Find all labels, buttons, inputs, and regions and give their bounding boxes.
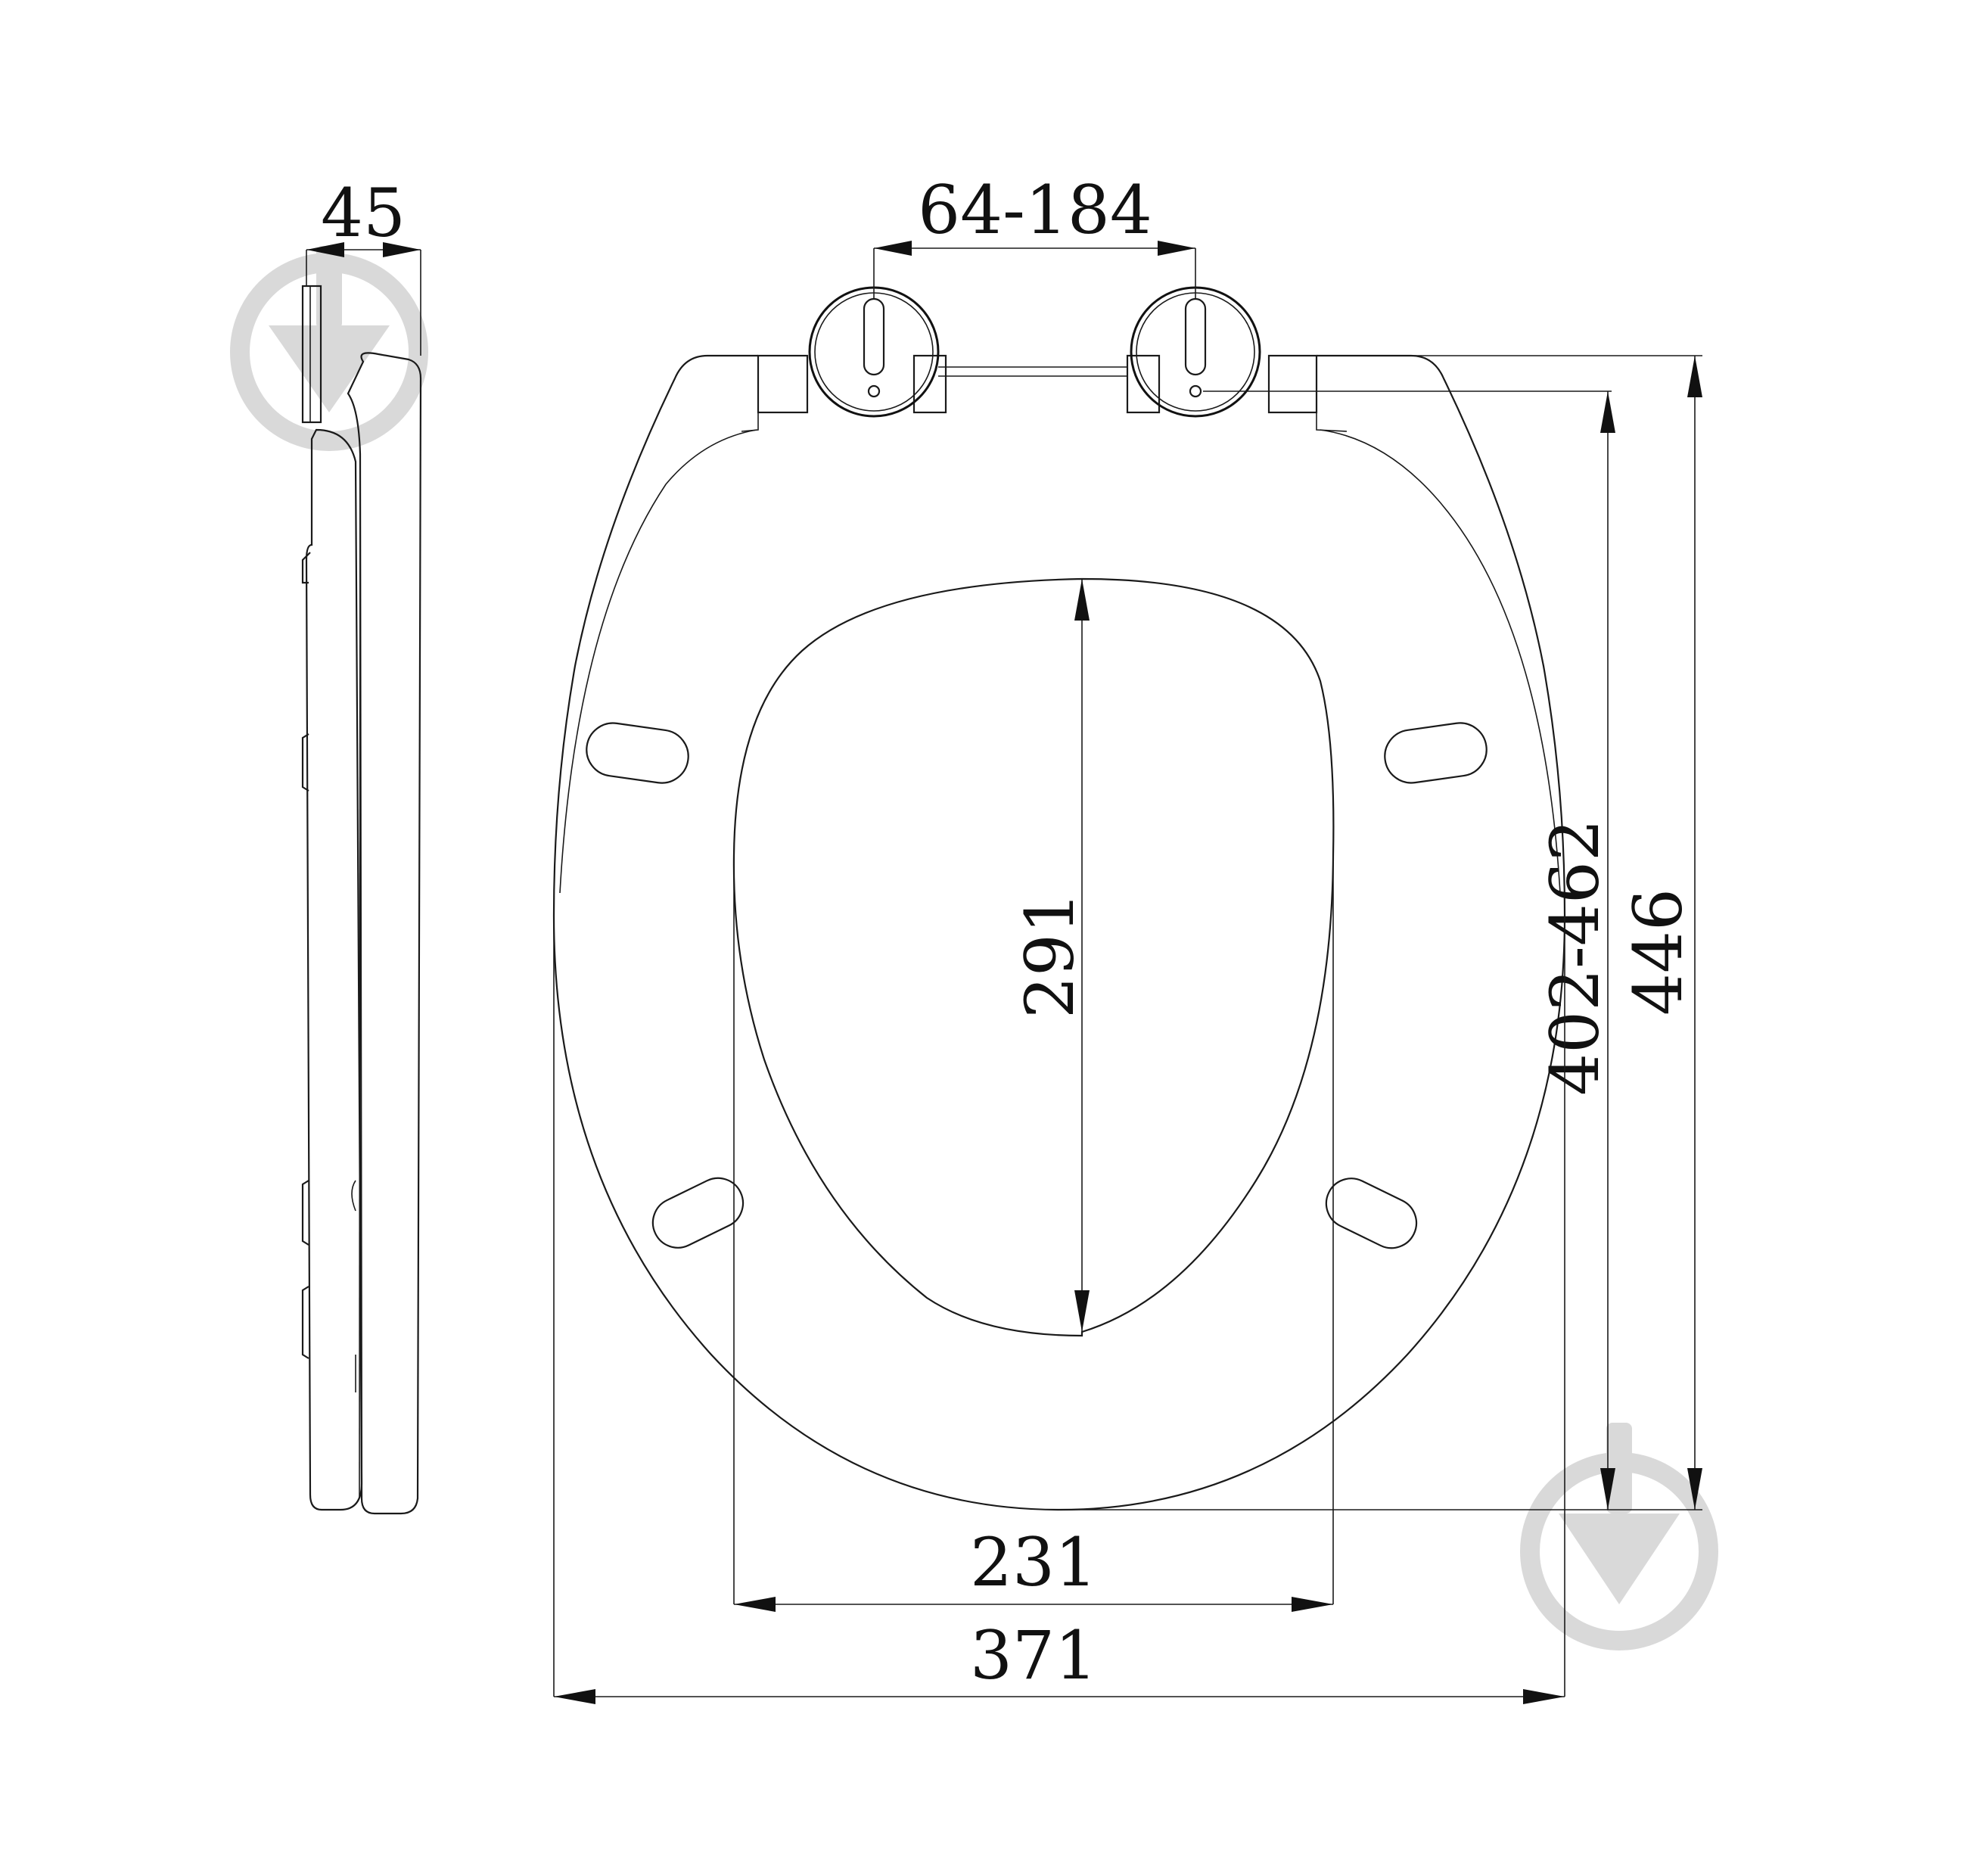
download-arrow-icon — [1559, 1514, 1680, 1604]
dim-label-opening-width: 231 — [970, 1523, 1097, 1601]
hinge-slot-right — [1184, 297, 1207, 376]
arrowhead — [1600, 391, 1615, 433]
dim-label-hinge-spacing: 64-184 — [918, 171, 1152, 249]
arrowhead — [1292, 1597, 1333, 1612]
dimension-hinge-spacing: 64-184 — [873, 171, 1196, 299]
arrowhead — [1158, 241, 1195, 256]
arrowhead — [874, 241, 912, 256]
hinge-slot-left — [863, 297, 885, 376]
side-hinge-block — [301, 285, 322, 424]
dim-label-overall-length: 446 — [1619, 888, 1697, 1016]
dimension-thickness: 45 — [306, 174, 421, 356]
hinge-plate-left — [757, 354, 809, 414]
arrowhead — [1074, 579, 1090, 621]
arrowhead — [1074, 1290, 1090, 1332]
watermark-stem-icon — [316, 246, 342, 329]
download-arrow-icon — [269, 325, 390, 412]
dim-label-thickness: 45 — [321, 174, 406, 252]
bumper-upper-right — [1384, 722, 1488, 784]
seat-rim-line — [559, 429, 757, 894]
seat-opening — [732, 577, 1335, 1337]
side-view — [301, 285, 422, 1515]
dim-label-overall-width: 371 — [970, 1616, 1097, 1694]
dimension-opening-width: 231 — [733, 855, 1334, 1612]
side-seat — [305, 428, 363, 1511]
watermark-stem-icon — [1606, 1423, 1632, 1514]
arrowhead — [734, 1597, 776, 1612]
arrowhead — [1600, 1468, 1615, 1510]
bumper-upper-left — [586, 722, 689, 784]
dim-label-hole-to-front: 402-462 — [1536, 819, 1614, 1096]
bumper-lower-left — [651, 1177, 745, 1249]
side-bumper-mid — [301, 733, 309, 792]
bumper-lower-right — [1325, 1178, 1418, 1249]
side-bumper-low — [301, 1180, 309, 1246]
watermark-bottom-right — [1520, 1423, 1718, 1650]
arrowhead — [554, 1689, 595, 1704]
arrowhead — [1687, 1468, 1702, 1510]
watermark-top-left — [230, 246, 428, 451]
dim-label-opening-length: 291 — [1011, 891, 1089, 1019]
arrowhead — [1523, 1689, 1565, 1704]
arrowhead — [383, 242, 421, 257]
hinge-plate-right — [1267, 354, 1318, 414]
dimension-hole-to-front: 402-462 — [1059, 390, 1702, 1510]
arrowhead — [306, 242, 344, 257]
arrowhead — [1687, 356, 1702, 397]
side-bumper-top — [301, 552, 311, 584]
dimension-opening-length: 291 — [1011, 579, 1090, 1332]
side-lid — [347, 352, 422, 1515]
side-bumper-bottom — [301, 1286, 309, 1359]
dimension-overall-length: 446 — [1354, 355, 1702, 1510]
dimension-overall-width: 371 — [553, 916, 1565, 1704]
